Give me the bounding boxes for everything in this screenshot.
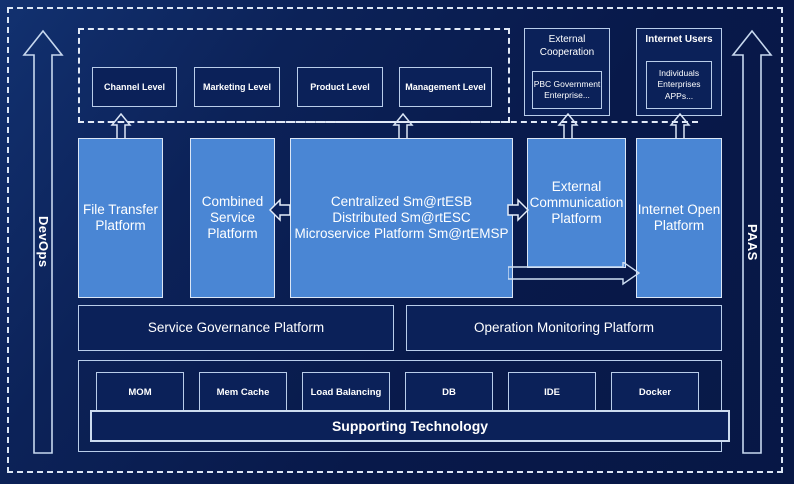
consumer-baseline-dashed <box>78 121 698 123</box>
paas-pillar: PAAS <box>731 28 773 456</box>
level-label: Channel Level <box>103 81 166 92</box>
level-box-marketing[interactable]: Marketing Level <box>194 67 280 107</box>
level-box-management[interactable]: Management Level <box>399 67 492 107</box>
tech-tile-docker[interactable]: Docker <box>611 372 699 414</box>
level-box-product[interactable]: Product Level <box>297 67 383 107</box>
arrow-right-core-to-external <box>507 198 529 222</box>
external-cooperation-title: External Cooperation <box>539 34 595 58</box>
tech-label: MOM <box>128 387 152 399</box>
internet-users-title: Internet Users <box>645 34 713 45</box>
platform-label: File Transfer Platform <box>82 202 159 233</box>
platform-core-esb[interactable]: Centralized Sm@rtESB Distributed Sm@rtES… <box>290 138 513 298</box>
tech-label: Mem Cache <box>216 387 270 399</box>
external-cooperation-box[interactable]: External Cooperation PBC Government Ente… <box>524 28 610 116</box>
platform-internet-open[interactable]: Internet Open Platform <box>636 138 722 298</box>
platform-label: External Communication Platform <box>529 179 624 226</box>
platform-file-transfer[interactable]: File Transfer Platform <box>78 138 163 298</box>
external-cooperation-detail[interactable]: PBC Government Enterprise... <box>532 71 602 109</box>
detail-text: PBC Government Enterprise... <box>533 78 601 100</box>
supporting-technology-label: Supporting Technology <box>331 417 489 434</box>
mgmt-label: Operation Monitoring Platform <box>473 320 655 336</box>
level-label: Product Level <box>310 81 370 92</box>
core-line-3: Microservice Platform Sm@rtEMSP <box>294 225 509 241</box>
mgmt-label: Service Governance Platform <box>147 320 325 336</box>
arrow-left-combined-to-core <box>269 198 291 222</box>
service-governance-platform[interactable]: Service Governance Platform <box>78 305 394 351</box>
tech-tile-db[interactable]: DB <box>405 372 493 414</box>
platform-label: Internet Open Platform <box>637 202 721 233</box>
tech-tile-mem-cache[interactable]: Mem Cache <box>199 372 287 414</box>
platform-label: Combined Service Platform <box>201 194 264 241</box>
platform-combined-service[interactable]: Combined Service Platform <box>190 138 275 298</box>
arrow-up-file-transfer <box>110 113 132 140</box>
arrow-core-to-internet-open <box>508 262 640 286</box>
detail-text: Individuals Enterprises APPs... <box>657 68 701 101</box>
level-label: Marketing Level <box>202 81 272 92</box>
level-box-channel[interactable]: Channel Level <box>92 67 177 107</box>
arrow-up-external-communication <box>557 113 579 140</box>
supporting-technology-banner[interactable]: Supporting Technology <box>90 410 730 442</box>
outer-dashed-frame <box>7 7 783 473</box>
tech-label: IDE <box>544 387 560 399</box>
tech-tile-load-balancing[interactable]: Load Balancing <box>302 372 390 414</box>
tech-tile-mom[interactable]: MOM <box>96 372 184 414</box>
tech-label: DB <box>442 387 456 399</box>
core-line-2: Distributed Sm@rtESC <box>332 210 471 226</box>
level-label: Management Level <box>405 81 486 92</box>
platform-external-communication[interactable]: External Communication Platform <box>527 138 626 268</box>
up-arrow-icon <box>731 29 773 454</box>
core-line-1: Centralized Sm@rtESB <box>330 194 473 210</box>
internet-users-box[interactable]: Internet Users Individuals Enterprises A… <box>636 28 722 116</box>
up-arrow-icon <box>22 29 64 454</box>
operation-monitoring-platform[interactable]: Operation Monitoring Platform <box>406 305 722 351</box>
arrow-up-core-platform <box>392 113 414 140</box>
devops-label: DevOps <box>36 216 51 268</box>
devops-pillar: DevOps <box>22 28 64 456</box>
tech-label: Load Balancing <box>310 387 382 399</box>
paas-label: PAAS <box>745 223 760 261</box>
arrow-up-internet-open <box>669 113 691 140</box>
tech-label: Docker <box>638 387 672 399</box>
internet-users-detail[interactable]: Individuals Enterprises APPs... <box>646 61 712 109</box>
tech-tile-ide[interactable]: IDE <box>508 372 596 414</box>
